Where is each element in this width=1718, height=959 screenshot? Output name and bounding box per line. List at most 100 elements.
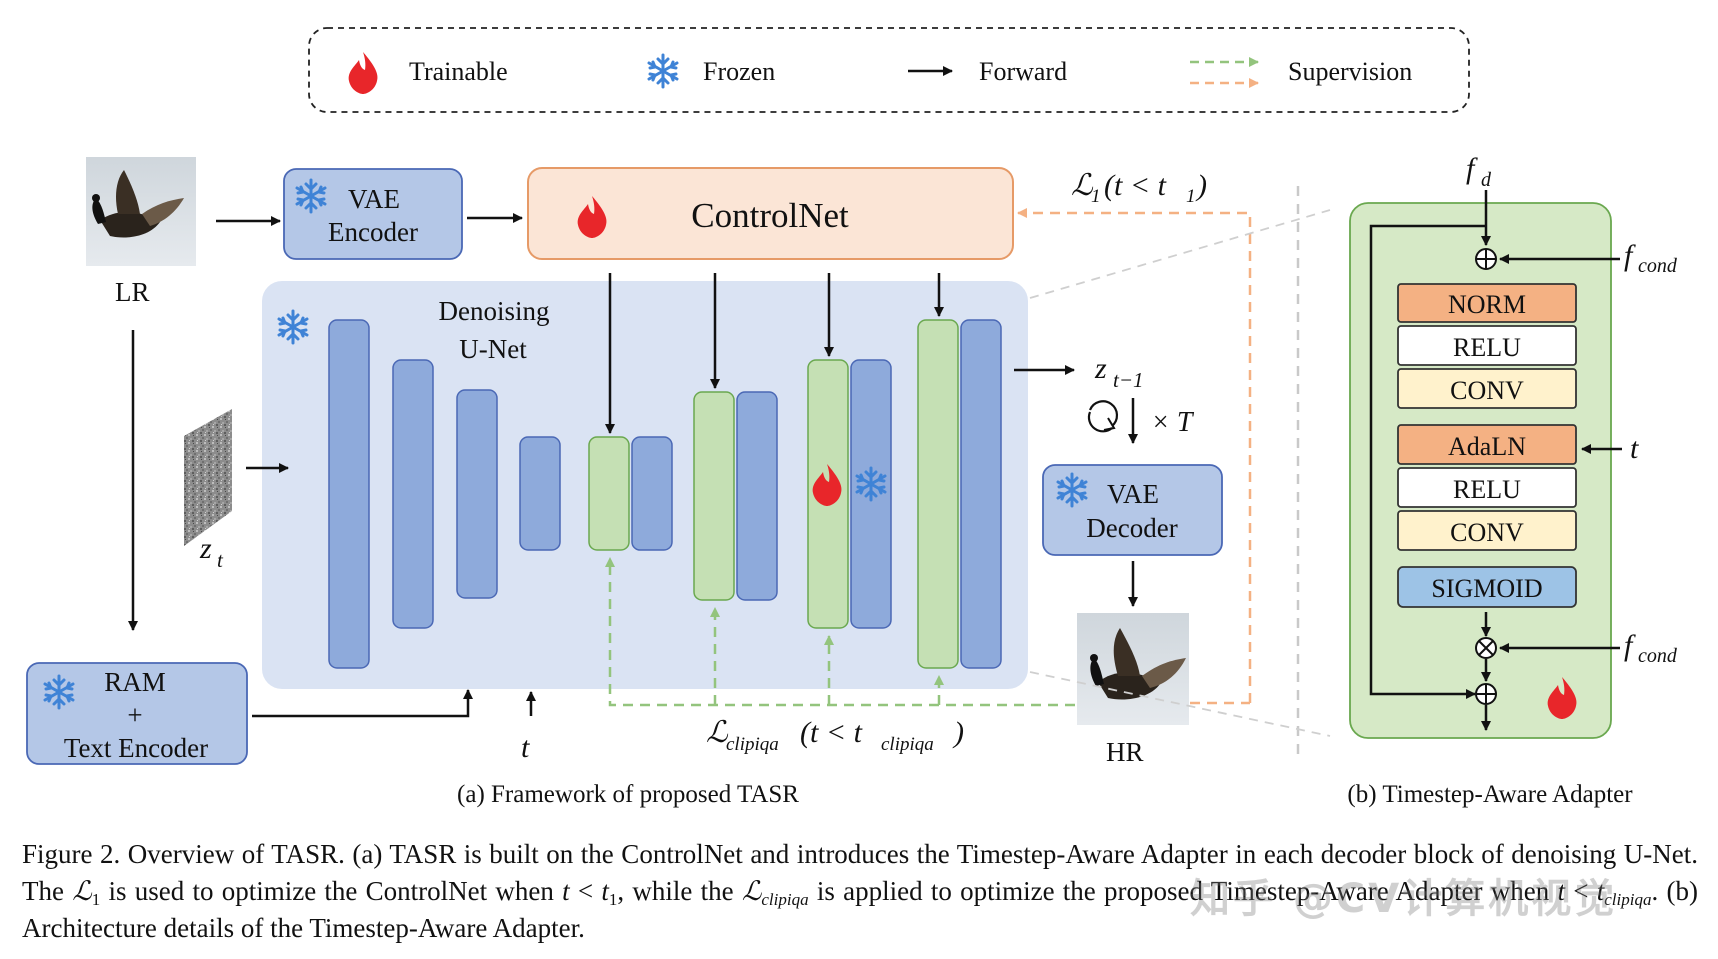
- vae-decoder-block: VAE Decoder: [1042, 464, 1223, 556]
- layer-adaln-label: AdaLN: [1448, 432, 1526, 461]
- supervision-l1-path: [1017, 208, 1252, 705]
- unet-encoder-block-2: [392, 359, 434, 629]
- legend-trainable: Trainable: [409, 57, 508, 86]
- zt-sub: t: [217, 548, 224, 572]
- controlnet-block: ControlNet: [527, 167, 1014, 260]
- lr-label: LR: [115, 277, 150, 307]
- caption-part-1: Figure 2. Overview of TASR. (a) TASR is …: [22, 839, 1698, 906]
- legend-frozen: Frozen: [703, 57, 775, 86]
- vae-encoder-line2: Encoder: [328, 217, 418, 247]
- layer-relu-1-label: RELU: [1453, 333, 1521, 362]
- layer-relu-2: [1397, 467, 1577, 508]
- layer-conv-2-label: CONV: [1450, 518, 1524, 547]
- lclip-cond: (t < t: [800, 716, 863, 749]
- zt-label: z t: [199, 532, 224, 572]
- caption-t2-sub: clipiqa: [1604, 890, 1652, 909]
- caption-t2-main: t: [1596, 876, 1605, 906]
- l1-close: ): [1195, 169, 1207, 202]
- caption-l2-main: ℒ: [741, 876, 762, 906]
- goose-icon: [92, 170, 184, 238]
- adapter-block-4: [917, 319, 959, 669]
- ram-line1: RAM: [104, 667, 166, 697]
- lclip-close: ): [952, 716, 964, 749]
- layer-adaln: [1397, 424, 1577, 465]
- t-input-label: t: [521, 731, 530, 764]
- adapter-block-2: [693, 391, 735, 601]
- caption-t2-expr: t: [1557, 876, 1566, 906]
- l1-sub: 1: [1091, 186, 1101, 207]
- lr-image: [86, 157, 196, 266]
- caption-part-4: , while the: [617, 876, 742, 906]
- zoom-line-top: [1029, 209, 1331, 299]
- ram-line3: Text Encoder: [64, 733, 208, 763]
- layer-relu-2-label: RELU: [1453, 475, 1521, 504]
- caption-part-2: is used to optimize the ControlNet when: [100, 876, 563, 906]
- unet-encoder-block-3: [456, 389, 498, 599]
- denoising-unet: Denoising U-Net: [262, 281, 1028, 689]
- legend-supervision: Supervision: [1288, 57, 1412, 86]
- hr-image: [1077, 613, 1189, 725]
- layer-norm: [1397, 283, 1577, 323]
- layer-norm-label: NORM: [1448, 290, 1526, 319]
- zoom-line-bottom: [1029, 671, 1331, 737]
- figure-caption: Figure 2. Overview of TASR. (a) TASR is …: [22, 836, 1698, 947]
- caption-t1-expr: t: [562, 876, 570, 906]
- lclip-sub: clipiqa: [726, 734, 779, 755]
- legend-forward: Forward: [979, 57, 1067, 86]
- controlnet-feature-arrows: [605, 273, 944, 434]
- vae-encoder-block: VAE Encoder: [283, 168, 463, 260]
- caption-part-5: is applied to optimize the proposed Time…: [808, 876, 1558, 906]
- unet-decoder-block-4: [960, 319, 1002, 669]
- caption-t1-main: t: [601, 876, 609, 906]
- controlnet-label: ControlNet: [691, 196, 849, 235]
- goose-icon: [1090, 628, 1186, 700]
- zt1-main: z: [1094, 352, 1107, 385]
- caption-part-6: <: [1565, 876, 1597, 906]
- zt-main: z: [199, 532, 212, 565]
- hr-label: HR: [1106, 737, 1144, 767]
- caption-part-3: <: [569, 876, 602, 906]
- skip-connection-arrow: [1369, 224, 1486, 699]
- watermark: 知乎 @CV计算机视觉: [1190, 876, 1618, 922]
- noise-latent: [184, 409, 232, 546]
- legend: Trainable Frozen Forward Supervision: [308, 27, 1470, 113]
- l1-cond: (t < t: [1104, 169, 1167, 202]
- vae-decoder-line1: VAE: [1107, 479, 1159, 509]
- layer-conv-1: [1397, 368, 1577, 409]
- l1-cond-sub: 1: [1186, 186, 1196, 207]
- fcond-top-sub: cond: [1638, 255, 1678, 277]
- layer-relu-1: [1397, 325, 1577, 366]
- fd-sub: d: [1481, 169, 1492, 191]
- loop-icon: [1087, 400, 1119, 433]
- fcond-bottom-sub: cond: [1638, 645, 1678, 667]
- unet-decoder-block-1: [631, 436, 673, 551]
- caption-part-7: . (b) Architecture details of the Timest…: [22, 876, 1698, 943]
- frozen-snowflake-icon: [647, 53, 679, 89]
- layer-conv-1-label: CONV: [1450, 376, 1524, 405]
- layer-conv-2: [1397, 510, 1577, 551]
- layer-sigmoid-label: SIGMOID: [1431, 574, 1542, 603]
- supervision-clipiqa-path: [605, 557, 1075, 707]
- times-t-label: × T: [1151, 407, 1195, 438]
- fd-main: f: [1466, 152, 1478, 185]
- caption-t1-sub: 1: [608, 890, 618, 909]
- unet-label-line1: Denoising: [439, 296, 550, 326]
- ram-text-encoder-block: RAM + Text Encoder: [26, 662, 248, 765]
- multiply-icon: [1475, 637, 1497, 659]
- fcond-top-main: f: [1624, 239, 1636, 272]
- vae-decoder-line2: Decoder: [1086, 513, 1177, 543]
- supervision-arrows-icon: [1190, 57, 1259, 88]
- sublabel-b: (b) Timestep-Aware Adapter: [1347, 781, 1633, 808]
- trainable-flame-icon: [348, 52, 378, 94]
- lclip-main: ℒ: [706, 716, 729, 749]
- arrow-text-embedding-to-unet: [252, 689, 473, 718]
- zt1-label: z t−1: [1094, 352, 1144, 392]
- layer-sigmoid: [1397, 566, 1577, 608]
- lclip-cond-sub: clipiqa: [881, 734, 934, 755]
- sublabel-a: (a) Framework of proposed TASR: [457, 781, 799, 808]
- unet-label-line2: U-Net: [459, 334, 527, 364]
- ram-line2: +: [127, 700, 142, 730]
- caption-l1-sub: 1: [91, 890, 101, 909]
- caption-l2-sub: clipiqa: [761, 890, 809, 909]
